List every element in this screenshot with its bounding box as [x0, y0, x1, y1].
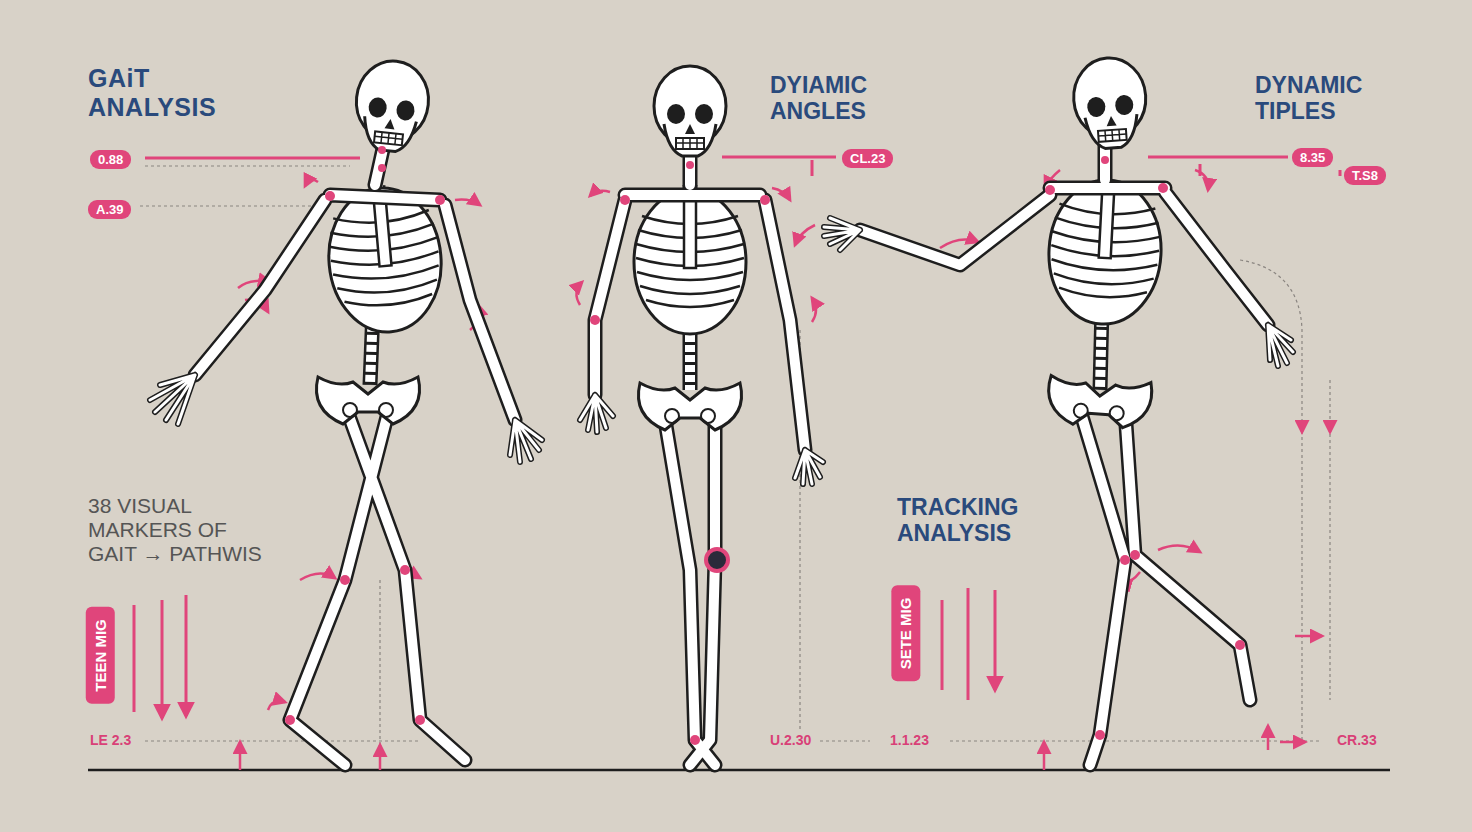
value-pill: TEEN MIG — [85, 607, 114, 704]
pill-text: TEEN MIG — [91, 619, 108, 692]
skeleton-right — [824, 56, 1293, 765]
measure-value: U.2.30 — [768, 732, 813, 748]
value-pill: SETE MIG — [892, 585, 921, 681]
skeleton-left — [150, 57, 542, 765]
guide-lines — [140, 166, 1330, 765]
marker-bars — [134, 588, 995, 718]
pill-text: T.S8 — [1352, 168, 1378, 183]
diagram-title: GAiT ANALYSIS — [88, 64, 218, 122]
tick — [811, 160, 814, 176]
section-heading: DYNAMIC TIPLES — [1255, 72, 1375, 125]
section-heading: TRACKING ANALYSIS — [897, 494, 1032, 547]
measure-value: LE 2.3 — [88, 732, 133, 748]
value-pill: T.S8 — [1344, 166, 1386, 185]
joint-markers — [285, 146, 1245, 745]
pill-text: SETE MIG — [898, 597, 915, 669]
tick — [1199, 164, 1202, 176]
measure-value: 1.1.23 — [888, 732, 931, 748]
measure-lines — [145, 157, 1340, 176]
measure-value: CR.33 — [1335, 732, 1379, 748]
skeleton-middle — [580, 66, 823, 765]
value-pill: 0.88 — [90, 150, 131, 169]
pill-text: 8.35 — [1300, 150, 1325, 165]
value-pill: 8.35 — [1292, 148, 1333, 167]
pill-text: A.39 — [96, 202, 123, 217]
section-heading: DYIAMIC ANGLES — [770, 72, 890, 125]
pill-text: CL.23 — [850, 151, 885, 166]
ground-line — [88, 769, 1390, 772]
value-pill: A.39 — [88, 200, 131, 219]
pill-text: 0.88 — [98, 152, 123, 167]
note-text: 38 VISUAL MARKERS OF GAIT → PATHWIS — [88, 494, 273, 566]
value-pill: CL.23 — [842, 149, 893, 168]
